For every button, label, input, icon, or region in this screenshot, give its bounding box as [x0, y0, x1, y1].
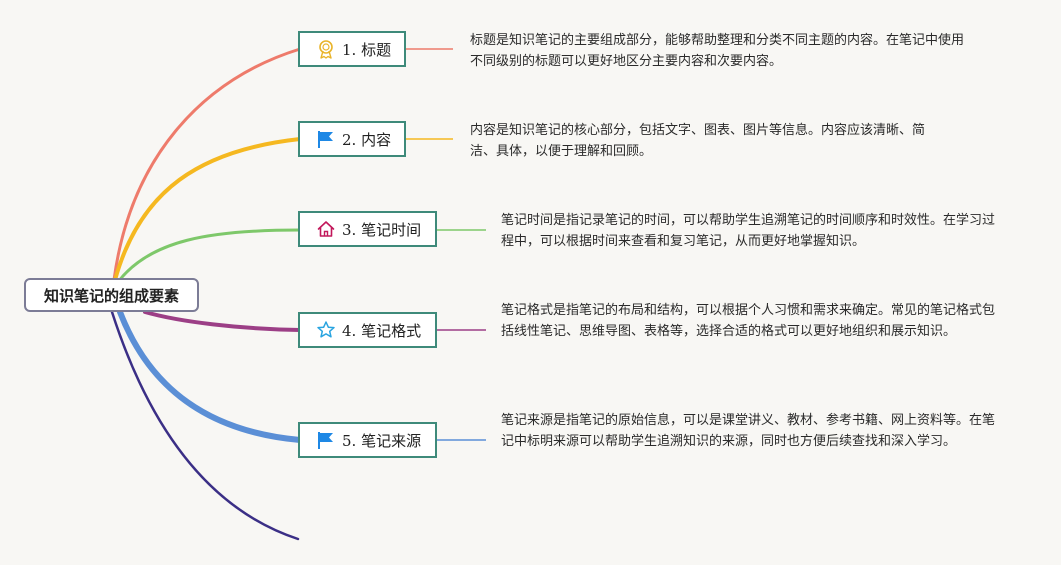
topic-titles[interactable]: 1. 标题 [298, 31, 406, 67]
topic-label: 4. 笔记格式 [342, 321, 422, 340]
branch-line-titles [112, 47, 302, 282]
branch-line-time [116, 228, 302, 284]
topic-note-format[interactable]: 4. 笔记格式 [298, 312, 437, 348]
topic-label: 1. 标题 [342, 40, 392, 59]
star-icon [316, 320, 336, 340]
note-time: 笔记时间是指记录笔记的时间，可以帮助学生追溯笔记的时间顺序和时效性。在学习过程中… [501, 213, 996, 249]
note-titles: 标题是知识笔记的主要组成部分，能够帮助整理和分类不同主题的内容。在笔记中使用不同… [470, 33, 965, 69]
branch-line-source [117, 309, 303, 443]
topic-label: 3. 笔记时间 [342, 220, 422, 239]
branch-line-empty [110, 310, 300, 541]
topic-note-time[interactable]: 3. 笔记时间 [298, 211, 437, 247]
award-ribbon-icon [316, 39, 336, 59]
topic-content[interactable]: 2. 内容 [298, 121, 406, 157]
note-format: 笔记格式是指笔记的布局和结构，可以根据个人习惯和需求来确定。常见的笔记格式包括线… [501, 303, 996, 339]
branch-line-content [113, 137, 302, 282]
flag-icon [316, 129, 336, 149]
root-topic[interactable]: 知识笔记的组成要素 [24, 278, 199, 312]
topic-note-source[interactable]: 5. 笔记来源 [298, 422, 437, 458]
branch-line-format [143, 310, 302, 332]
note-source: 笔记来源是指笔记的原始信息，可以是课堂讲义、教材、参考书籍、网上资料等。在笔记中… [501, 413, 996, 449]
topic-label: 5. 笔记来源 [342, 431, 422, 450]
topic-label: 2. 内容 [342, 130, 392, 149]
flag-icon [316, 430, 336, 450]
note-content: 内容是知识笔记的核心部分，包括文字、图表、图片等信息。内容应该清晰、简洁、具体，… [470, 123, 926, 159]
home-icon [316, 219, 336, 239]
